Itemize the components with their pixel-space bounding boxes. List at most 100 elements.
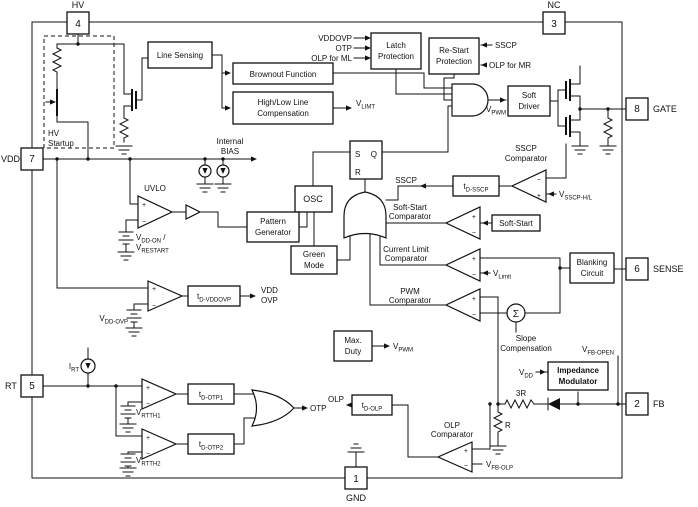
svg-text:+: + bbox=[472, 296, 476, 303]
pin-box-1 bbox=[344, 466, 368, 490]
vfb-olp-label: VFB-OLP bbox=[486, 460, 513, 472]
vlimt-label: VLIMT bbox=[356, 99, 375, 111]
svg-text:−: − bbox=[146, 451, 150, 458]
vdd-ovp-out-label-1: VDD bbox=[261, 286, 278, 295]
svg-text:HV: HV bbox=[72, 0, 85, 10]
hv-startup-label-1: HV bbox=[48, 129, 60, 138]
svg-text:Max.: Max. bbox=[344, 336, 361, 345]
svg-text:tD-VDDOVP: tD-VDDOVP bbox=[197, 292, 231, 304]
vrtth1-label: VRTTH1 bbox=[136, 408, 161, 420]
current-sources bbox=[80, 164, 230, 374]
olp-comp-label-1: OLP bbox=[444, 421, 460, 430]
svg-text:−: − bbox=[472, 272, 476, 279]
svg-text:Protection: Protection bbox=[436, 57, 472, 66]
vdd-arrow-label: VDD bbox=[519, 368, 534, 380]
max-duty-block bbox=[333, 330, 373, 362]
pin-box-8 bbox=[625, 97, 649, 121]
irt-label: IRT bbox=[69, 362, 79, 374]
vdd-ovp-out-label-2: OVP bbox=[261, 296, 278, 305]
svg-text:tD-OLP: tD-OLP bbox=[362, 401, 383, 413]
svg-text:−: − bbox=[464, 463, 468, 470]
svg-text:+: + bbox=[152, 286, 156, 293]
pwm-comp-label-1: PWM bbox=[400, 287, 420, 296]
svg-text:2: 2 bbox=[634, 399, 640, 410]
vdd-ovp-ref-label: VDD-OVP bbox=[99, 314, 128, 326]
comparator-signs: + − + − + − + − − + + − + − + − + − bbox=[142, 177, 541, 470]
uvlo-ref-battery bbox=[118, 231, 134, 245]
ovp-wires bbox=[133, 295, 255, 329]
fb-3r-resistor bbox=[504, 398, 541, 410]
svg-text:FB: FB bbox=[653, 399, 665, 409]
pwm-comparator bbox=[444, 288, 481, 322]
svg-text:NC: NC bbox=[548, 0, 561, 10]
3r-label: 3R bbox=[516, 389, 526, 398]
rt-wires bbox=[42, 347, 307, 469]
svg-text:Generator: Generator bbox=[255, 228, 291, 237]
bias-source-arrows bbox=[87, 165, 224, 368]
impedance-modulator-block bbox=[547, 361, 609, 391]
svg-text:8: 8 bbox=[634, 104, 640, 115]
r-label: R bbox=[505, 421, 511, 430]
or-gate-main bbox=[343, 191, 387, 239]
uvlo-label: UVLO bbox=[144, 184, 166, 193]
output-fet-leads bbox=[569, 65, 581, 147]
and-gate bbox=[451, 83, 489, 117]
olp-comp-label-2: Comparator bbox=[431, 430, 474, 439]
svg-text:1: 1 bbox=[353, 474, 359, 485]
slope-label-2: Compensation bbox=[500, 344, 552, 353]
svg-text:Pattern: Pattern bbox=[260, 217, 286, 226]
chip-outline bbox=[31, 21, 623, 479]
arrows-down bbox=[85, 168, 226, 369]
svg-text:Circuit: Circuit bbox=[581, 269, 604, 278]
osc-block bbox=[294, 185, 333, 213]
svg-text:−: − bbox=[146, 401, 150, 408]
soft-driver-block bbox=[507, 85, 551, 117]
fb-r-resistor bbox=[492, 411, 504, 437]
gnd-pin-wires bbox=[347, 443, 365, 468]
soft-start-source-block bbox=[491, 214, 541, 232]
latch-protection-block bbox=[370, 32, 422, 70]
uvlo-wires bbox=[125, 208, 248, 253]
summing-node bbox=[506, 303, 526, 323]
svg-text:Line Sensing: Line Sensing bbox=[157, 51, 203, 60]
olp-out-label: OLP bbox=[328, 395, 344, 404]
svg-text:4: 4 bbox=[75, 19, 81, 30]
td-sscp-block bbox=[452, 175, 500, 197]
rtth1-battery bbox=[120, 405, 136, 419]
svg-text:Protection: Protection bbox=[378, 52, 414, 61]
svg-text:−: − bbox=[142, 219, 146, 226]
pin-box-4 bbox=[66, 11, 90, 35]
green-mode-block bbox=[290, 245, 338, 275]
td-otp2-block bbox=[187, 433, 235, 455]
svg-text:+: + bbox=[146, 385, 150, 392]
vdd-on-label: VDD-ON / bbox=[136, 233, 166, 245]
otp-out-label: OTP bbox=[310, 404, 326, 413]
td-olp-block bbox=[351, 394, 393, 416]
pin-fb: 2 FB bbox=[625, 392, 665, 416]
pin-vdd: 7 VDD bbox=[1, 147, 44, 171]
svg-text:−: − bbox=[472, 312, 476, 319]
pattern-generator-block bbox=[246, 211, 300, 243]
vlimit-label: VLimit bbox=[493, 269, 511, 281]
pin-box-5 bbox=[20, 374, 44, 398]
pin-hv: 4 HV bbox=[66, 0, 90, 35]
svg-text:Mode: Mode bbox=[304, 261, 325, 270]
top-logic-wires bbox=[332, 68, 507, 153]
svg-text:−: − bbox=[537, 177, 541, 184]
svg-text:+: + bbox=[464, 448, 468, 455]
svg-text:S: S bbox=[355, 150, 360, 159]
svg-text:5: 5 bbox=[29, 381, 35, 392]
pwm-comp-label-2: Comparator bbox=[389, 296, 432, 305]
startup-resistor2 bbox=[118, 117, 130, 143]
svg-text:Compensation: Compensation bbox=[257, 109, 309, 118]
highlow-block bbox=[232, 91, 334, 125]
otp2-comparator bbox=[141, 428, 178, 460]
hv-startup-label-2: Startup bbox=[48, 139, 74, 148]
vdd-rail bbox=[42, 158, 254, 289]
svg-text:Duty: Duty bbox=[345, 347, 361, 356]
output-fet-plates bbox=[565, 79, 571, 137]
svg-text:3: 3 bbox=[551, 19, 557, 30]
vsscp-label: VSSCP-H/L bbox=[559, 190, 593, 202]
pin-gate: 8 GATE bbox=[625, 97, 677, 121]
